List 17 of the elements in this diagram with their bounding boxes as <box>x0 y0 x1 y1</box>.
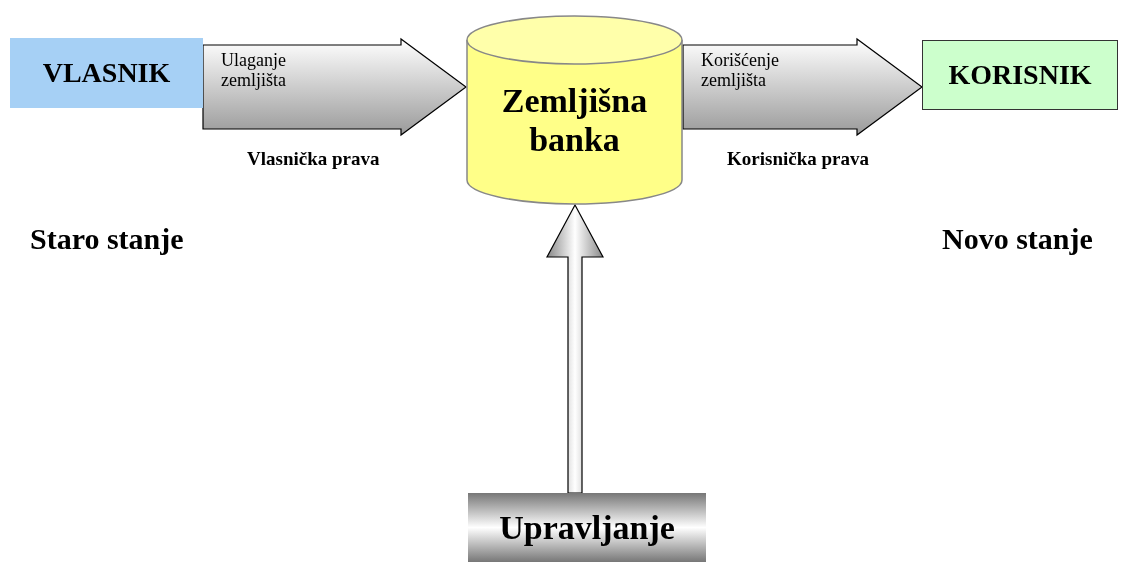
node-text: Upravljanje <box>498 507 676 548</box>
database-cylinder <box>466 15 683 205</box>
label-box <box>10 38 203 108</box>
node-text: KORISNIK <box>947 58 1093 92</box>
node-text: VLASNIK <box>41 56 172 90</box>
block-arrow <box>202 37 467 137</box>
rights-label: Vlasnička prava <box>247 148 380 170</box>
edge-label: Ulaganje zemljišta <box>221 50 287 90</box>
state-label: Staro stanje <box>30 222 184 256</box>
block-arrow <box>682 37 923 137</box>
node-text: Zemljišna banka <box>500 80 649 160</box>
state-label: Novo stanje <box>942 222 1093 256</box>
label-box <box>922 40 1118 110</box>
rights-label: Korisnička prava <box>727 148 869 170</box>
label-box <box>468 493 706 562</box>
edge-label: Korišćenje zemljišta <box>701 50 780 90</box>
block-arrow <box>546 203 604 494</box>
